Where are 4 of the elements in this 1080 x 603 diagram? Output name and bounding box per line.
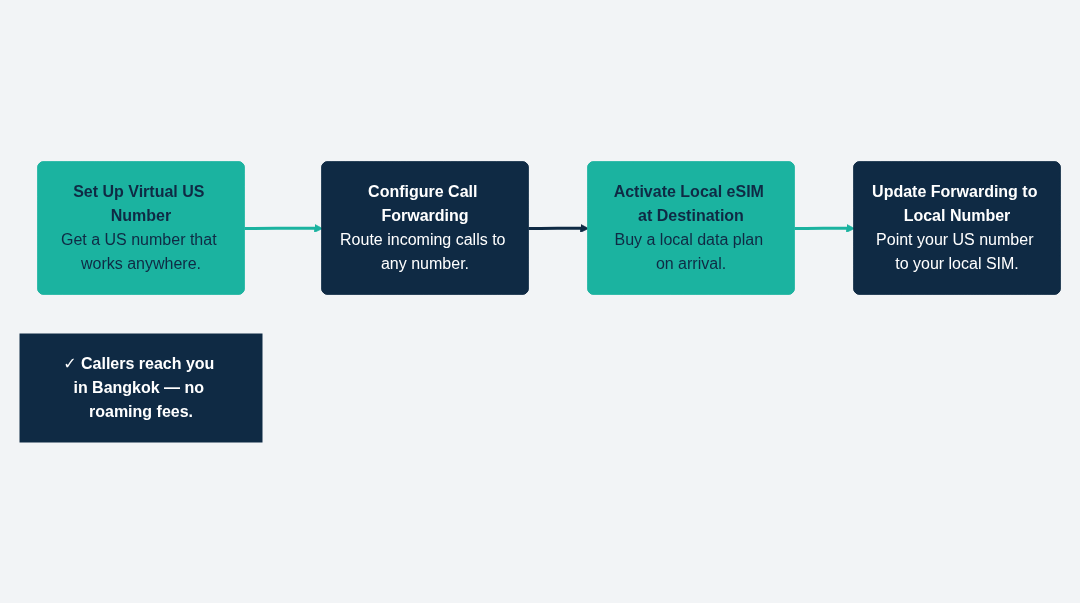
arrow [528,223,589,233]
arrow [244,223,323,233]
node-box: ✓ Callers reach you in Bangkok — no roaming fees. [19,333,263,442]
arrow [794,223,855,233]
